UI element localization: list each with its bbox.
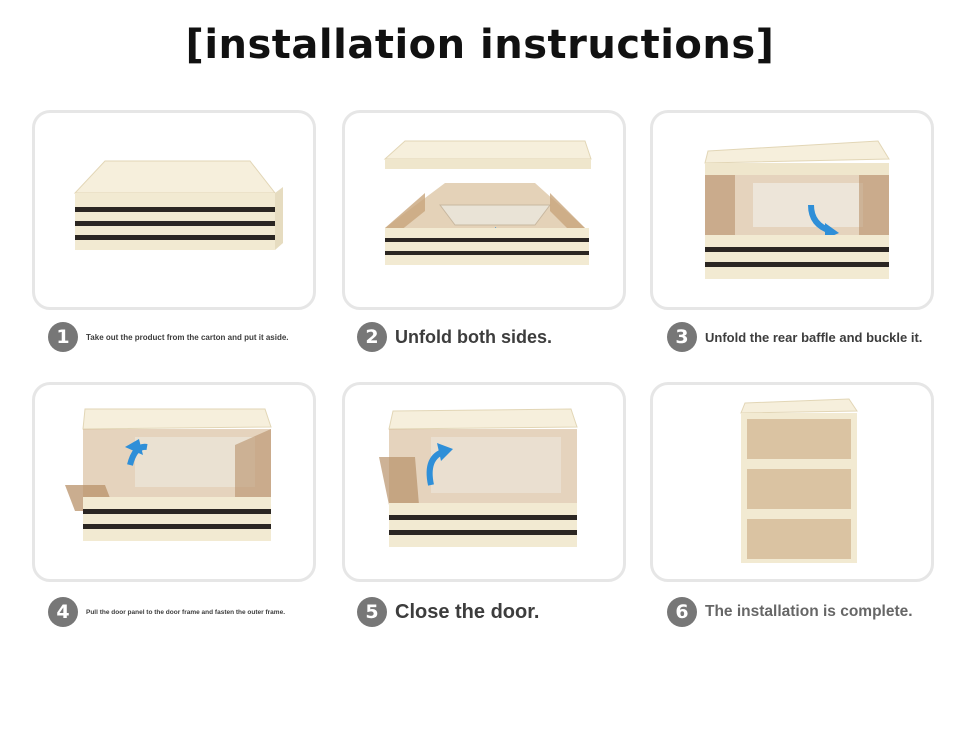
stacked-cabinets-illustration [740, 398, 858, 563]
close-door-illustration [379, 408, 578, 547]
page-title: [installation instructions] [185, 22, 775, 68]
unfold-sides-illustration [383, 140, 592, 265]
folded-cabinet-illustration [73, 160, 283, 250]
step-1-image [32, 110, 316, 310]
step-4-number-badge: 4 [48, 597, 78, 627]
step-4-text: Pull the door panel to the door frame an… [86, 608, 285, 616]
step-3-text: Unfold the rear baffle and buckle it. [705, 329, 923, 345]
step-4-caption: 4 Pull the door panel to the door frame … [48, 597, 285, 627]
step-3-caption: 3 Unfold the rear baffle and buckle it. [667, 322, 922, 352]
step-2-image [342, 110, 626, 310]
rear-baffle-illustration [704, 140, 890, 279]
step-4-image [32, 382, 316, 582]
step-3-image [650, 110, 934, 310]
step-1-number-badge: 1 [48, 322, 78, 352]
step-2-number-badge: 2 [357, 322, 387, 352]
step-1-caption: 1 Take out the product from the carton a… [48, 322, 289, 352]
step-5-text: Close the door. [395, 600, 540, 623]
step-2-text: Unfold both sides. [395, 326, 552, 347]
step-5-number-badge: 5 [357, 597, 387, 627]
step-5-image [342, 382, 626, 582]
step-5-caption: 5 Close the door. [357, 597, 539, 627]
door-panel-illustration [65, 408, 272, 541]
step-6-number-badge: 6 [667, 597, 697, 627]
step-3-number-badge: 3 [667, 322, 697, 352]
step-6-caption: 6 The installation is complete. [667, 597, 913, 627]
step-2-caption: 2 Unfold both sides. [357, 322, 552, 352]
step-6-text: The installation is complete. [705, 603, 913, 620]
step-1-text: Take out the product from the carton and… [86, 332, 289, 342]
step-6-image [650, 382, 934, 582]
